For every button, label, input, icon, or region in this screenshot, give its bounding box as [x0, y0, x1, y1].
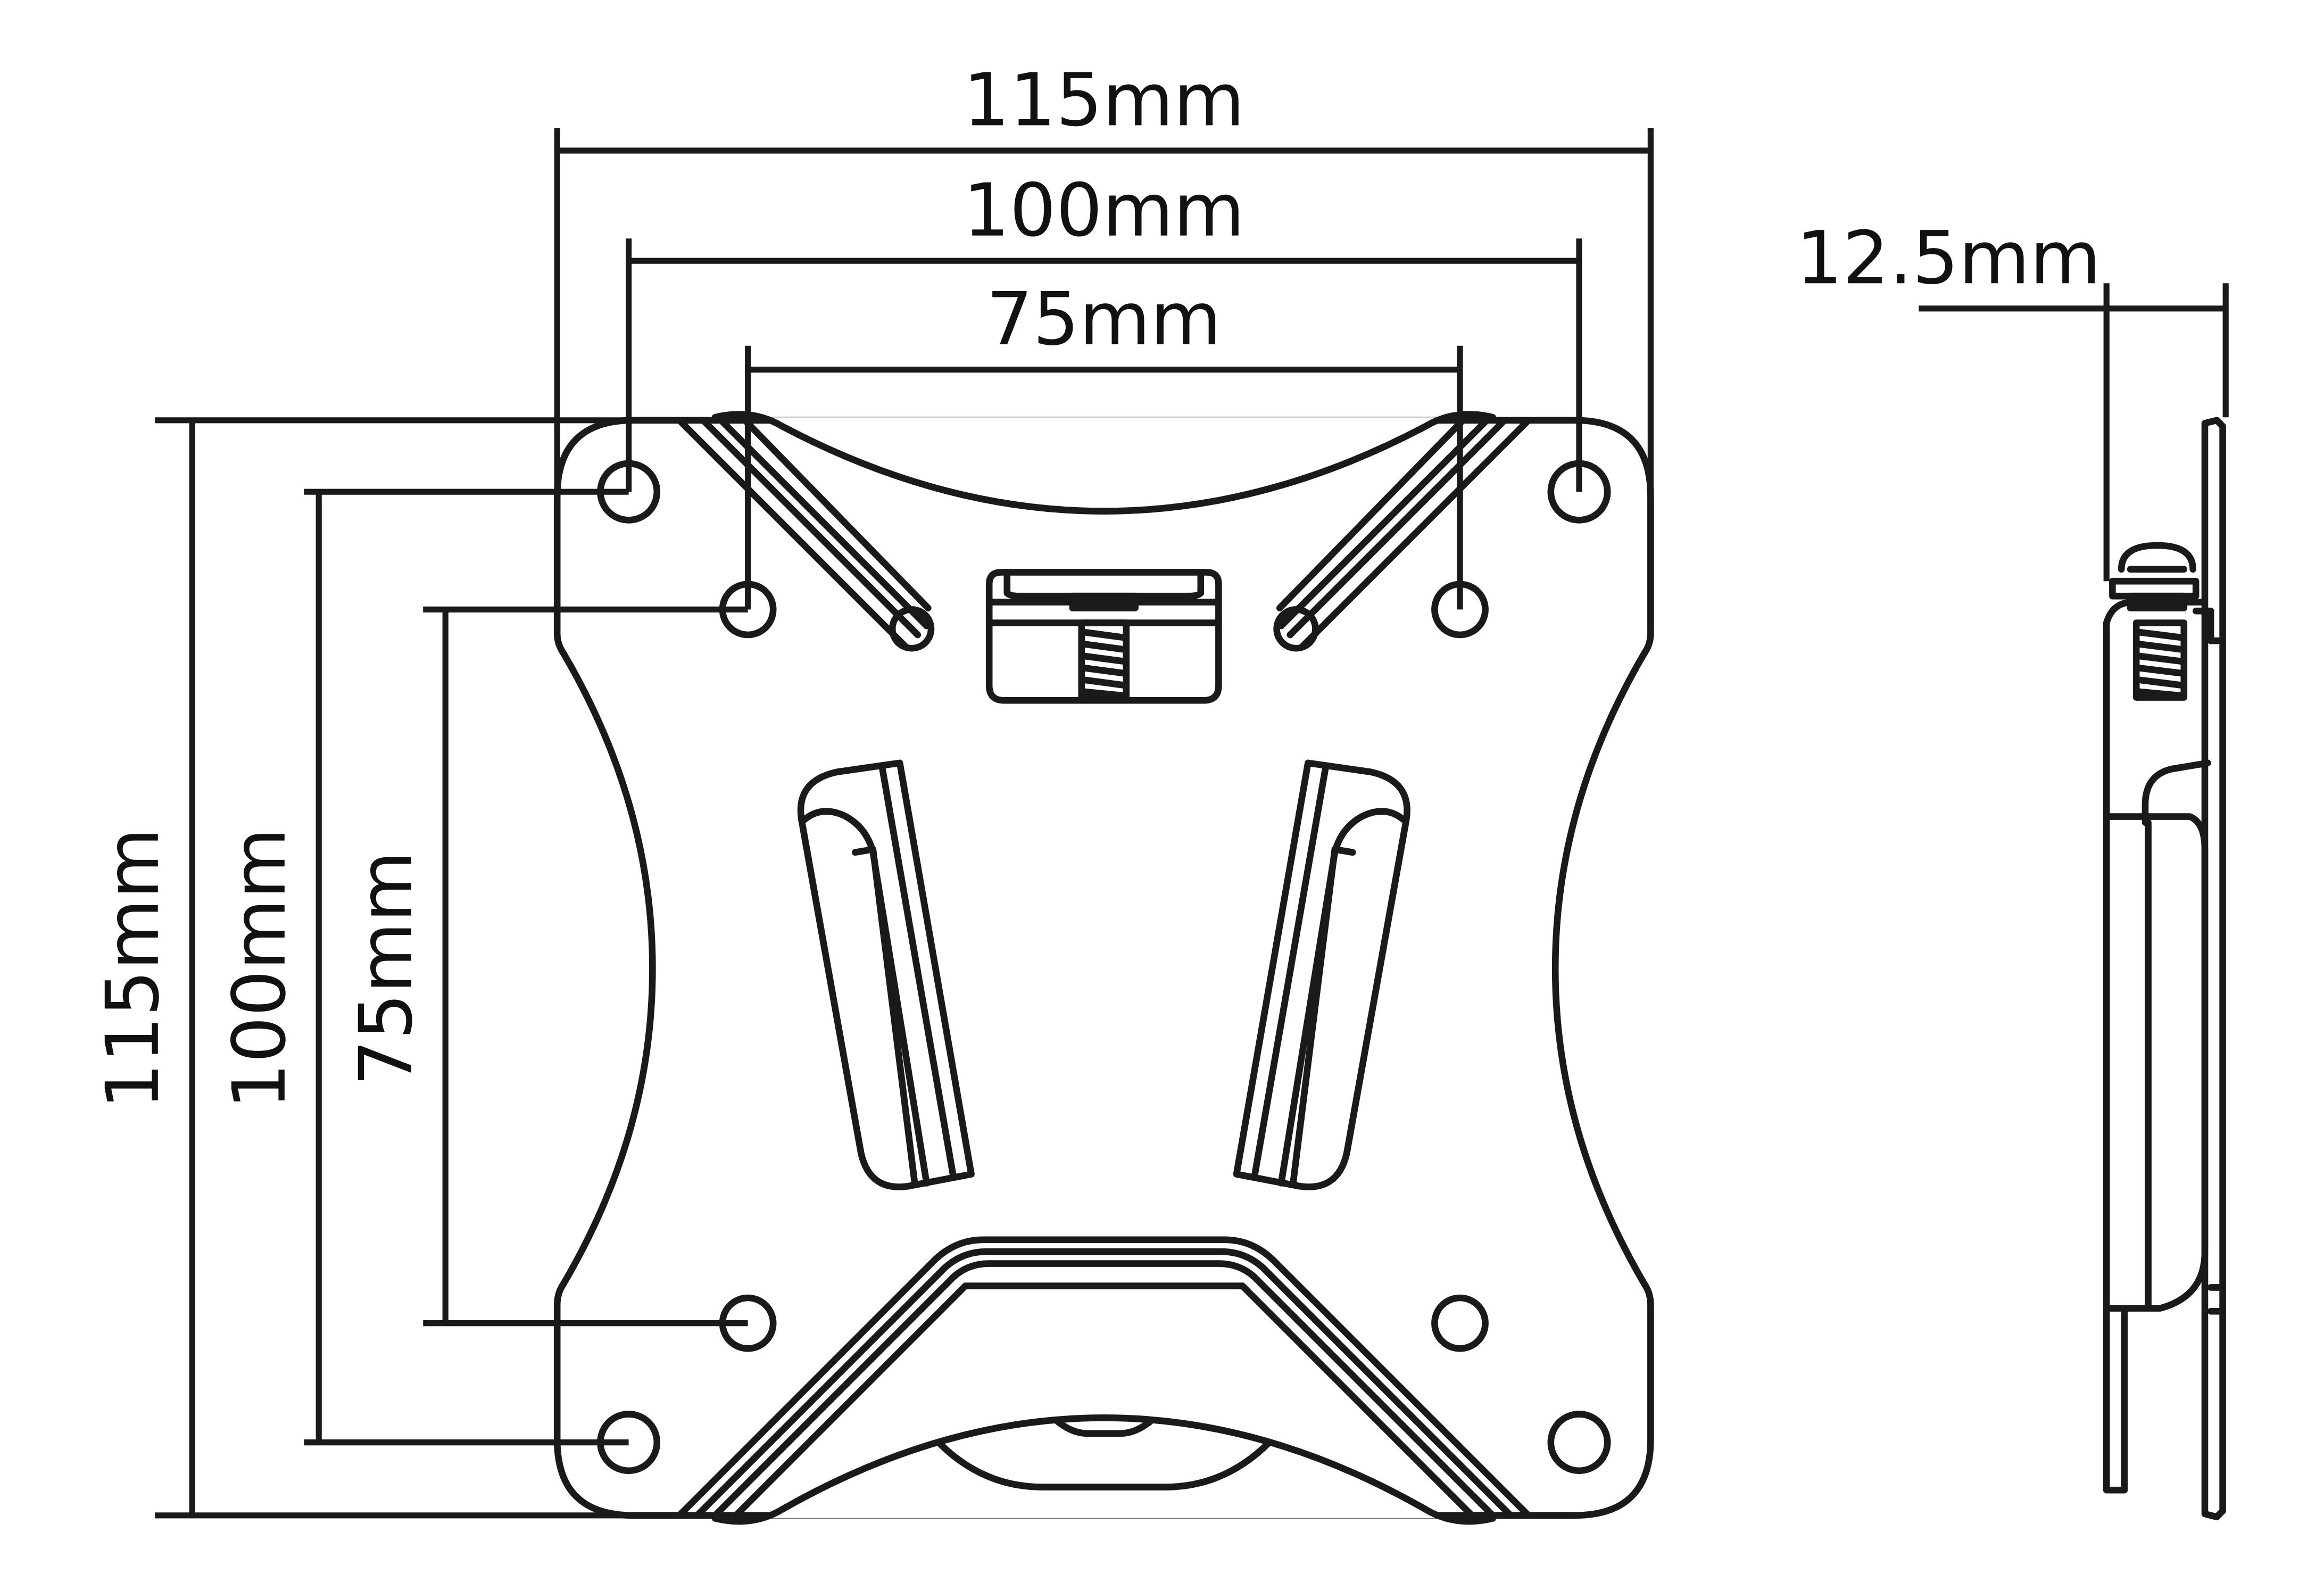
- side-view: [1919, 283, 2229, 1520]
- dim-width-outer: 115mm: [963, 58, 1244, 143]
- bottom-foot-tab: [1054, 1418, 1153, 1437]
- slot-bracket-left: [797, 759, 975, 1190]
- front-view-plate: [553, 411, 1654, 1525]
- dim-height-mid: 100mm: [218, 828, 302, 1109]
- dim-height-outer: 115mm: [91, 828, 176, 1109]
- center-clamp: [985, 569, 1222, 704]
- bottom-foot: [935, 1439, 1273, 1490]
- bottom-arch: [711, 1414, 1496, 1525]
- vertical-dimensions: [155, 417, 748, 1519]
- dim-width-inner: 75mm: [986, 277, 1222, 362]
- side-screw: [2109, 542, 2200, 701]
- hole-115-br-icon: [1547, 1411, 1611, 1475]
- dim-width-mid: 100mm: [963, 169, 1244, 253]
- screw-thread-icon: [1078, 628, 1130, 700]
- top-arch: [711, 411, 1496, 515]
- horizontal-dimensions: [554, 128, 1654, 610]
- dim-depth: 12.5mm: [1796, 216, 2101, 301]
- rib-top-right: [1273, 417, 1532, 652]
- side-back-plate: [2201, 417, 2226, 1520]
- side-bracket: [2142, 759, 2211, 826]
- plate-outline: [553, 417, 1654, 1519]
- rib-bottom: [676, 1236, 1532, 1519]
- mounting-holes: [597, 460, 1611, 1475]
- hole-75-br-icon: [1431, 1294, 1489, 1352]
- rib-top-left: [676, 417, 935, 652]
- side-front-bar: [2103, 619, 2128, 1494]
- slot-bracket-right: [1233, 759, 1410, 1190]
- dim-height-inner: 75mm: [344, 851, 429, 1086]
